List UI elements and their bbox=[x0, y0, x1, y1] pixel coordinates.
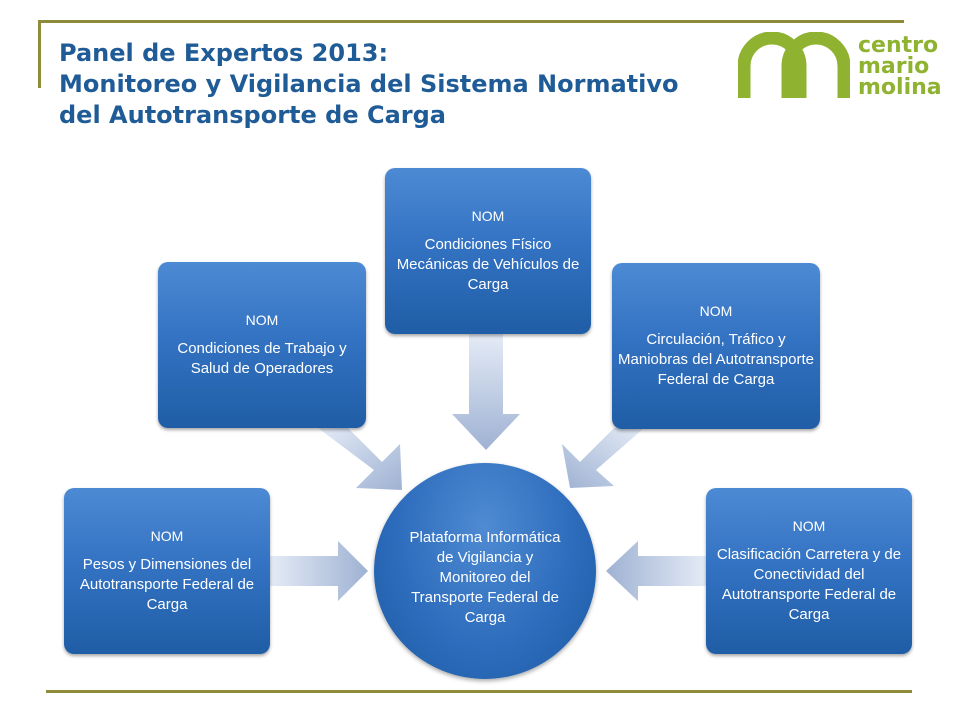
node-text: Clasificación Carretera y de Conectivida… bbox=[716, 546, 902, 623]
logo-word-3: molina bbox=[858, 75, 942, 100]
node-pesos-dimensiones: NOM Pesos y Dimensiones del Autotranspor… bbox=[64, 488, 270, 654]
node-text: Condiciones Físico Mecánicas de Vehículo… bbox=[396, 236, 580, 293]
title-line-3: del Autotransporte de Carga bbox=[59, 101, 446, 129]
arrow-upper-left bbox=[318, 428, 402, 490]
node-circulacion-trafico: NOM Circulación, Tráfico y Maniobras del… bbox=[612, 263, 820, 429]
logo-wordmark: centro mario molina bbox=[858, 33, 942, 100]
node-heading: NOM bbox=[471, 208, 505, 224]
arrow-left bbox=[270, 541, 368, 601]
left-rule bbox=[38, 20, 41, 88]
bottom-rule bbox=[46, 690, 912, 693]
title-line-2: Monitoreo y Vigilancia del Sistema Norma… bbox=[59, 70, 679, 98]
centro-mario-molina-logo: centro mario molina bbox=[738, 32, 948, 100]
arrow-top bbox=[452, 334, 520, 450]
logo-word-2: mario bbox=[858, 54, 930, 79]
arrow-right bbox=[606, 541, 706, 601]
node-heading: NOM bbox=[699, 303, 733, 319]
center-platform-node: Plataforma Informática de Vigilancia y M… bbox=[374, 463, 596, 679]
node-heading: NOM bbox=[150, 528, 184, 544]
logo-mark-icon bbox=[738, 32, 850, 98]
title-line-1: Panel de Expertos 2013: bbox=[59, 39, 389, 67]
node-condiciones-trabajo: NOM Condiciones de Trabajo y Salud de Op… bbox=[158, 262, 366, 428]
center-label: Plataforma Informática de Vigilancia y M… bbox=[409, 529, 561, 626]
node-condiciones-fisico-mecanicas: NOM Condiciones Físico Mecánicas de Vehí… bbox=[385, 168, 591, 334]
top-rule bbox=[38, 20, 904, 23]
node-heading: NOM bbox=[245, 312, 279, 328]
node-heading: NOM bbox=[792, 518, 826, 534]
arrow-upper-right bbox=[562, 428, 644, 488]
node-text: Pesos y Dimensiones del Autotransporte F… bbox=[79, 556, 255, 613]
logo-word-1: centro bbox=[858, 33, 939, 58]
node-text: Circulación, Tráfico y Maniobras del Aut… bbox=[618, 331, 814, 388]
slide-title: Panel de Expertos 2013: Monitoreo y Vigi… bbox=[59, 38, 719, 131]
node-clasificacion-carretera: NOM Clasificación Carretera y de Conecti… bbox=[706, 488, 912, 654]
node-text: Condiciones de Trabajo y Salud de Operad… bbox=[177, 340, 347, 377]
